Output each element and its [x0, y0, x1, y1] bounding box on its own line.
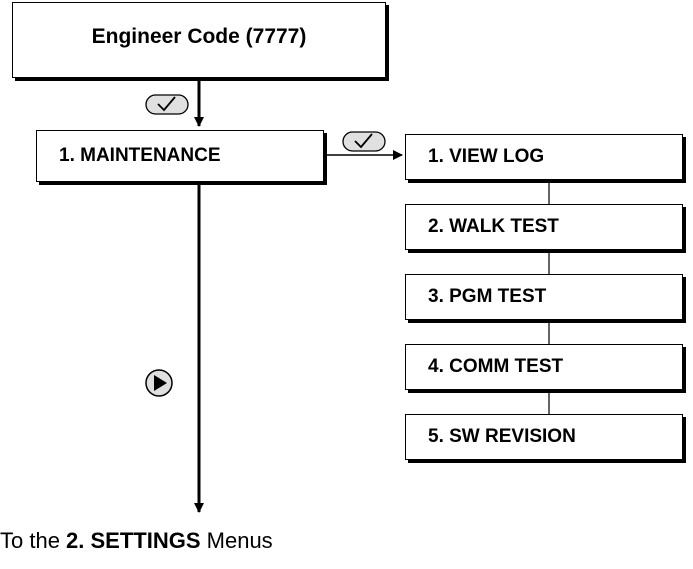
engineer-code-box: Engineer Code (7777) [12, 2, 386, 78]
submenu-item-view-log: 1. VIEW LOG [405, 134, 683, 180]
submenu-item-label: 2. WALK TEST [428, 216, 559, 237]
submenu-item-label: 1. VIEW LOG [428, 146, 545, 167]
maintenance-label: 1. MAINTENANCE [59, 145, 221, 166]
footer-suffix: Menus [200, 528, 273, 553]
settings-footer-text: To the 2. SETTINGS Menus [0, 528, 273, 554]
footer-settings-label: 2. SETTINGS [66, 528, 201, 553]
engineer-code-label: Engineer Code (7777) [91, 25, 307, 48]
submenu-item-pgm-test: 3. PGM TEST [405, 274, 683, 320]
next-key-icon [145, 369, 173, 397]
submenu-item-label: 5. SW REVISION [428, 426, 576, 447]
submenu-item-label: 4. COMM TEST [428, 356, 564, 377]
submenu-item-comm-test: 4. COMM TEST [405, 344, 683, 390]
check-key-icon [342, 131, 386, 152]
submenu-item-sw-revision: 5. SW REVISION [405, 414, 683, 460]
maintenance-menu-box: 1. MAINTENANCE [36, 130, 324, 182]
footer-prefix: To the [0, 528, 67, 553]
check-key-icon [145, 94, 189, 115]
submenu-item-label: 3. PGM TEST [428, 286, 547, 307]
submenu-item-walk-test: 2. WALK TEST [405, 204, 683, 250]
